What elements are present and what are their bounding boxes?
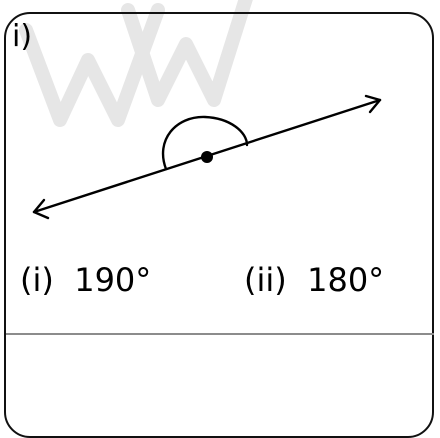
- angle-arc: [161, 115, 249, 171]
- option-i-value: 190°: [74, 261, 152, 299]
- question-label: i): [12, 19, 33, 54]
- option-ii-label: (ii): [244, 261, 287, 299]
- card-divider: [6, 333, 434, 335]
- watermark: [19, 0, 253, 127]
- left-arrowhead: [32, 198, 50, 220]
- option-ii: (ii) 180°: [244, 264, 384, 296]
- option-i: (i) 190°: [20, 264, 151, 296]
- option-i-label: (i): [20, 261, 54, 299]
- right-arrowhead: [364, 94, 382, 114]
- option-ii-value: 180°: [307, 261, 385, 299]
- vertex-point: [201, 151, 213, 163]
